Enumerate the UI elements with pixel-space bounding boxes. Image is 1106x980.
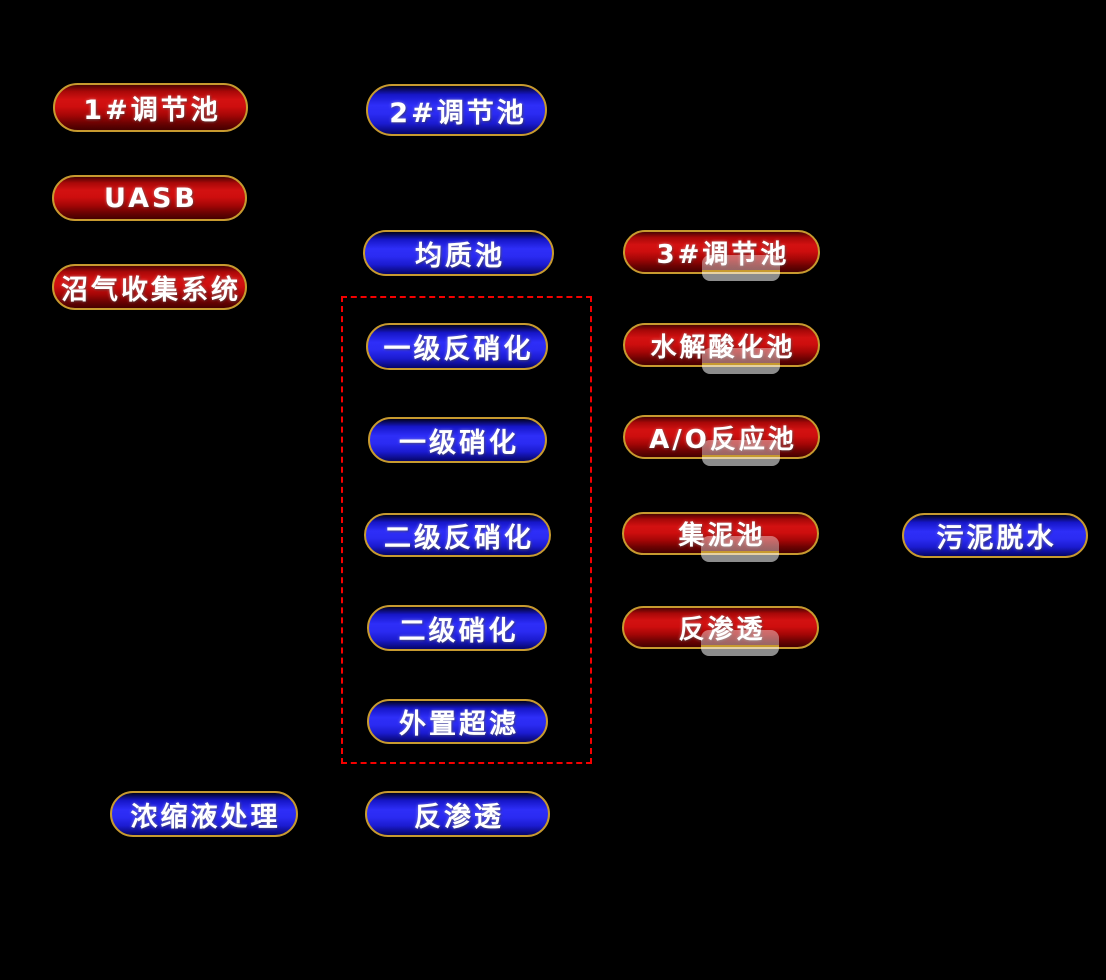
node-label-reverse-osmosis-sludge-line: 反渗透 bbox=[678, 615, 766, 645]
node-label-secondary-nitrification: 二级硝化 bbox=[398, 615, 519, 647]
node-secondary-nitrification: 二级硝化 bbox=[367, 605, 547, 651]
node-label-uasb: UASB bbox=[103, 182, 198, 214]
node-sludge-collection-pool: 集泥池 bbox=[622, 512, 819, 562]
node-reverse-osmosis-sludge-line: 反渗透 bbox=[622, 606, 819, 656]
node-concentrate-treatment: 浓缩液处理 bbox=[110, 791, 298, 837]
node-label-regulating-pool-1: 1#调节池 bbox=[83, 95, 221, 126]
dashed-group-box bbox=[341, 296, 592, 764]
node-label-regulating-pool-3: 3#调节池 bbox=[656, 239, 790, 270]
node-homogenization-pool: 均质池 bbox=[363, 230, 554, 276]
node-uasb: UASB bbox=[52, 175, 247, 221]
node-label-homogenization-pool: 均质池 bbox=[415, 240, 505, 272]
node-label-primary-nitrification: 一级硝化 bbox=[399, 427, 519, 459]
node-regulating-pool-2: 2#调节池 bbox=[366, 84, 547, 136]
node-regulating-pool-3: 3#调节池 bbox=[623, 230, 820, 281]
node-label-hydrolysis-acidification-pool: 水解酸化池 bbox=[650, 332, 796, 363]
node-label-secondary-denitrification: 二级反硝化 bbox=[384, 522, 534, 554]
node-ao-reaction-pool: A/O反应池 bbox=[623, 415, 820, 466]
node-biogas-collection-system: 沼气收集系统 bbox=[52, 264, 247, 310]
node-label-ao-reaction-pool: A/O反应池 bbox=[649, 424, 797, 455]
node-reverse-osmosis-membrane: 反渗透 bbox=[365, 791, 550, 837]
node-label-external-ultrafiltration: 外置超滤 bbox=[399, 709, 519, 740]
node-hydrolysis-acidification-pool: 水解酸化池 bbox=[623, 323, 820, 374]
node-label-concentrate-treatment: 浓缩液处理 bbox=[130, 801, 281, 833]
node-secondary-denitrification: 二级反硝化 bbox=[364, 513, 551, 557]
node-label-biogas-collection-system: 沼气收集系统 bbox=[61, 274, 241, 306]
node-label-reverse-osmosis-membrane: 反渗透 bbox=[414, 801, 504, 833]
node-label-sludge-collection-pool: 集泥池 bbox=[678, 521, 766, 551]
node-sludge-dewatering: 污泥脱水 bbox=[902, 513, 1088, 558]
node-external-ultrafiltration: 外置超滤 bbox=[367, 699, 548, 744]
node-primary-denitrification: 一级反硝化 bbox=[366, 323, 548, 370]
node-label-sludge-dewatering: 污泥脱水 bbox=[936, 523, 1057, 554]
node-label-regulating-pool-2: 2#调节池 bbox=[389, 97, 527, 129]
node-regulating-pool-1: 1#调节池 bbox=[53, 83, 248, 132]
node-primary-nitrification: 一级硝化 bbox=[368, 417, 547, 463]
node-label-primary-denitrification: 一级反硝化 bbox=[383, 334, 534, 365]
